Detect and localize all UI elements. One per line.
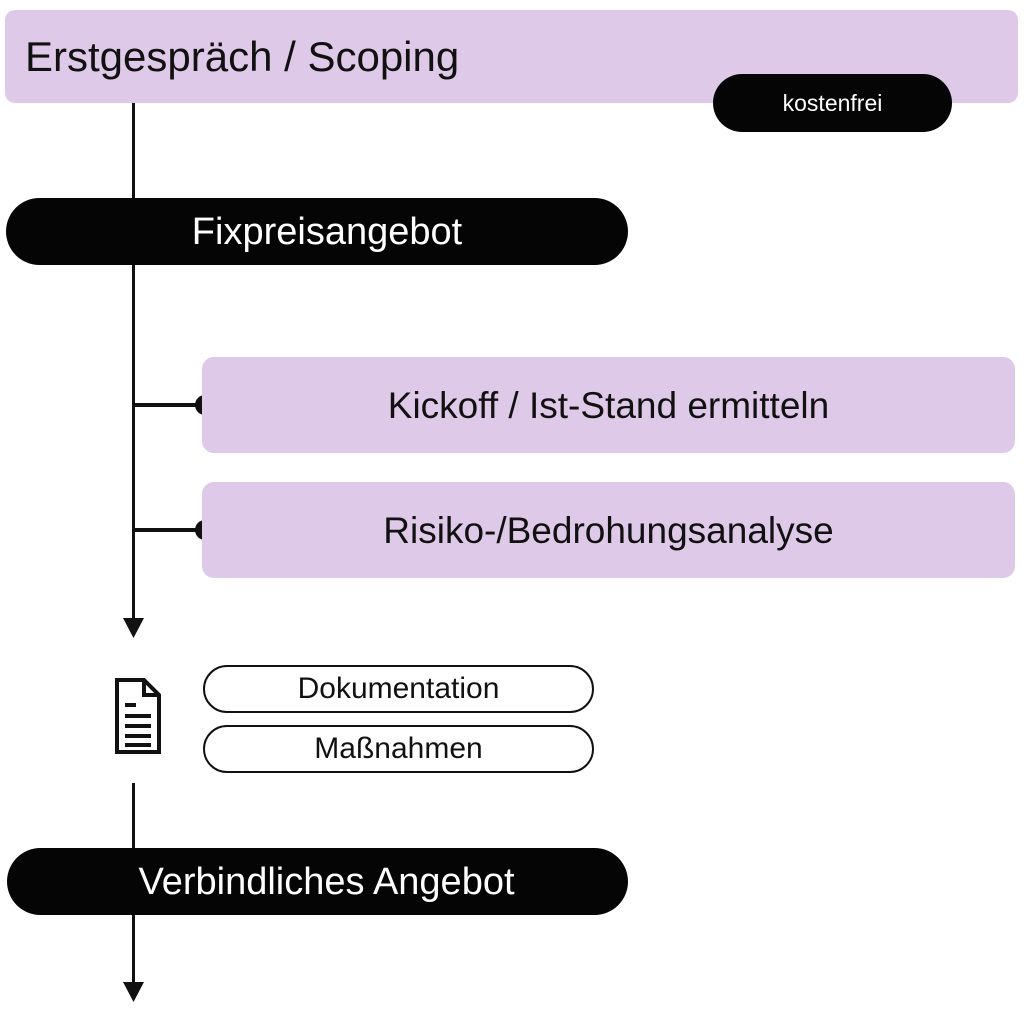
branch-kickoff[interactable]: Kickoff / Ist-Stand ermitteln <box>202 357 1015 453</box>
branch-risikoanalyse-label: Risiko-/Bedrohungsanalyse <box>383 509 834 551</box>
branch-kickoff-label: Kickoff / Ist-Stand ermitteln <box>387 384 830 426</box>
document-icon <box>115 678 161 754</box>
branch-risikoanalyse[interactable]: Risiko-/Bedrohungsanalyse <box>202 482 1015 578</box>
output-chip-massnahmen-label: Maßnahmen <box>314 732 483 765</box>
step-fixpreisangebot[interactable]: Fixpreisangebot <box>6 198 628 265</box>
output-chip-dokumentation-label: Dokumentation <box>297 672 500 705</box>
step-verbindliches-angebot[interactable]: Verbindliches Angebot <box>7 848 628 915</box>
status-badge-kostenfrei[interactable]: kostenfrei <box>713 74 952 132</box>
header-stage-erstgespraech[interactable]: Erstgespräch / Scoping <box>5 10 1018 103</box>
arrowhead-outgoing <box>123 982 144 1002</box>
header-stage-label: Erstgespräch / Scoping <box>25 32 460 80</box>
output-chip-dokumentation[interactable]: Dokumentation <box>203 665 594 713</box>
step-fixpreisangebot-label: Fixpreisangebot <box>191 210 463 253</box>
arrowhead-to-doc <box>123 618 144 638</box>
step-verbindliches-angebot-label: Verbindliches Angebot <box>138 860 515 903</box>
output-chip-massnahmen[interactable]: Maßnahmen <box>203 725 594 773</box>
status-badge-label: kostenfrei <box>782 89 883 116</box>
